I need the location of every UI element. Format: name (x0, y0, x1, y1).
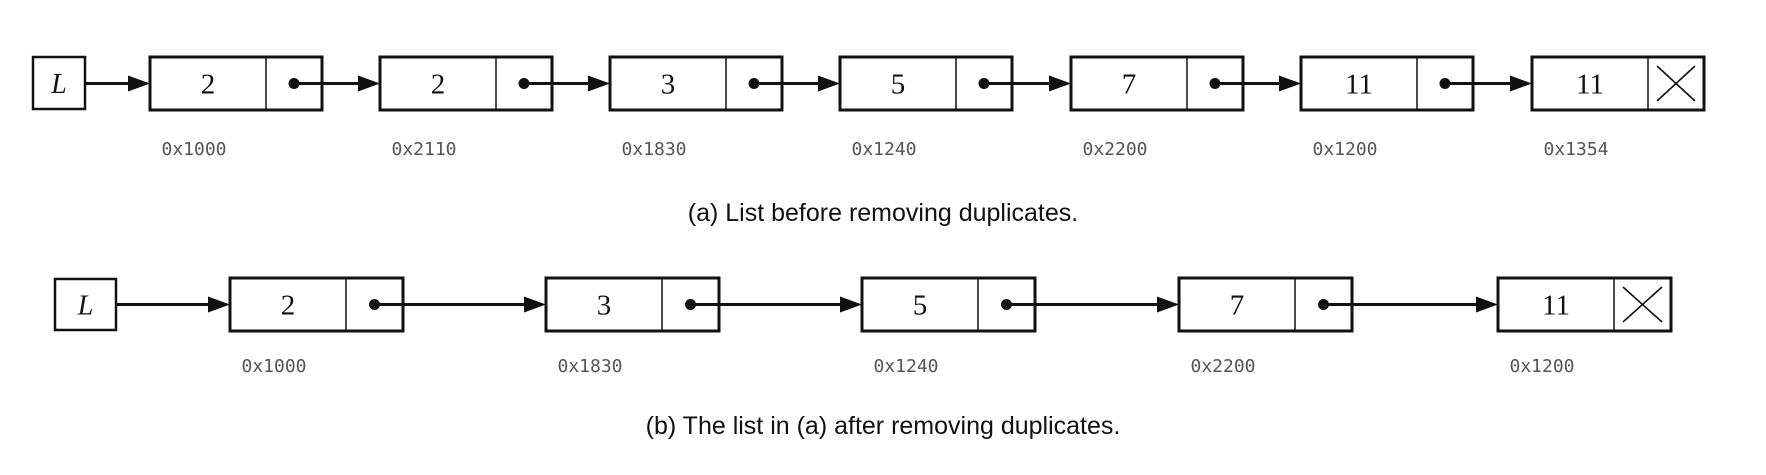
list-a: L 2 0x1000 2 0x2110 3 0x1830 5 0x1240 7 0x2200 11 0x… (31, 55, 1706, 160)
head-pointer-label: L (77, 291, 94, 322)
next-arrow-head (818, 75, 840, 92)
list-node: 2 0x2110 (378, 55, 610, 160)
next-arrow-head (1157, 296, 1179, 313)
node-address: 0x1830 (621, 139, 686, 160)
node-value: 7 (1122, 69, 1137, 101)
list-node: 3 0x1830 (544, 276, 862, 377)
next-arrow-head (588, 75, 610, 92)
node-value: 3 (597, 290, 612, 322)
next-arrow-head (358, 75, 380, 92)
node-value: 3 (661, 69, 676, 101)
list-node: 11 0x1200 (1496, 276, 1673, 377)
node-value: 2 (281, 290, 296, 322)
node-value: 5 (891, 69, 906, 101)
node-address: 0x1830 (557, 356, 622, 377)
list-node: 3 0x1830 (608, 55, 840, 160)
head-arrow-head (208, 296, 230, 313)
node-value: 11 (1542, 290, 1570, 322)
node-address: 0x1200 (1312, 139, 1377, 160)
next-arrow-head (1049, 75, 1071, 92)
list-b: L 2 0x1000 3 0x1830 5 0x1240 7 0x2200 11 0x1200 (53, 276, 1673, 377)
node-address: 0x2200 (1190, 356, 1255, 377)
node-address: 0x1354 (1543, 139, 1608, 160)
node-address: 0x2200 (1082, 139, 1147, 160)
caption-b: (b) The list in (a) after removing dupli… (645, 412, 1121, 440)
node-value: 11 (1345, 69, 1373, 101)
next-arrow-head (1476, 296, 1498, 313)
null-pointer-icon (1656, 65, 1696, 102)
head-pointer-label: L (50, 69, 67, 100)
next-arrow-head (1279, 75, 1301, 92)
node-box (1530, 55, 1706, 112)
node-value: 11 (1576, 69, 1604, 101)
node-value: 7 (1230, 290, 1245, 322)
node-value: 5 (913, 290, 928, 322)
node-value: 2 (431, 69, 446, 101)
node-box (1496, 276, 1673, 333)
list-node: 5 0x1240 (838, 55, 1071, 160)
caption-a: (a) List before removing duplicates. (687, 199, 1079, 227)
node-address: 0x1240 (873, 356, 938, 377)
list-node: 11 0x1354 (1530, 55, 1706, 160)
list-node: 11 0x1200 (1299, 55, 1532, 160)
node-value: 2 (201, 69, 216, 101)
list-node: 2 0x1000 (148, 55, 380, 160)
node-address: 0x1240 (851, 139, 916, 160)
node-address: 0x1200 (1509, 356, 1574, 377)
list-node: 7 0x2200 (1069, 55, 1301, 160)
head-arrow-head (128, 75, 150, 92)
next-arrow-head (1510, 75, 1532, 92)
node-address: 0x1000 (241, 356, 306, 377)
list-node: 2 0x1000 (228, 276, 546, 377)
next-arrow-head (524, 296, 546, 313)
list-node: 7 0x2200 (1177, 276, 1498, 377)
list-node: 5 0x1240 (860, 276, 1179, 377)
node-address: 0x1000 (161, 139, 226, 160)
node-address: 0x2110 (391, 139, 456, 160)
next-arrow-head (840, 296, 862, 313)
null-pointer-icon (1622, 286, 1663, 323)
